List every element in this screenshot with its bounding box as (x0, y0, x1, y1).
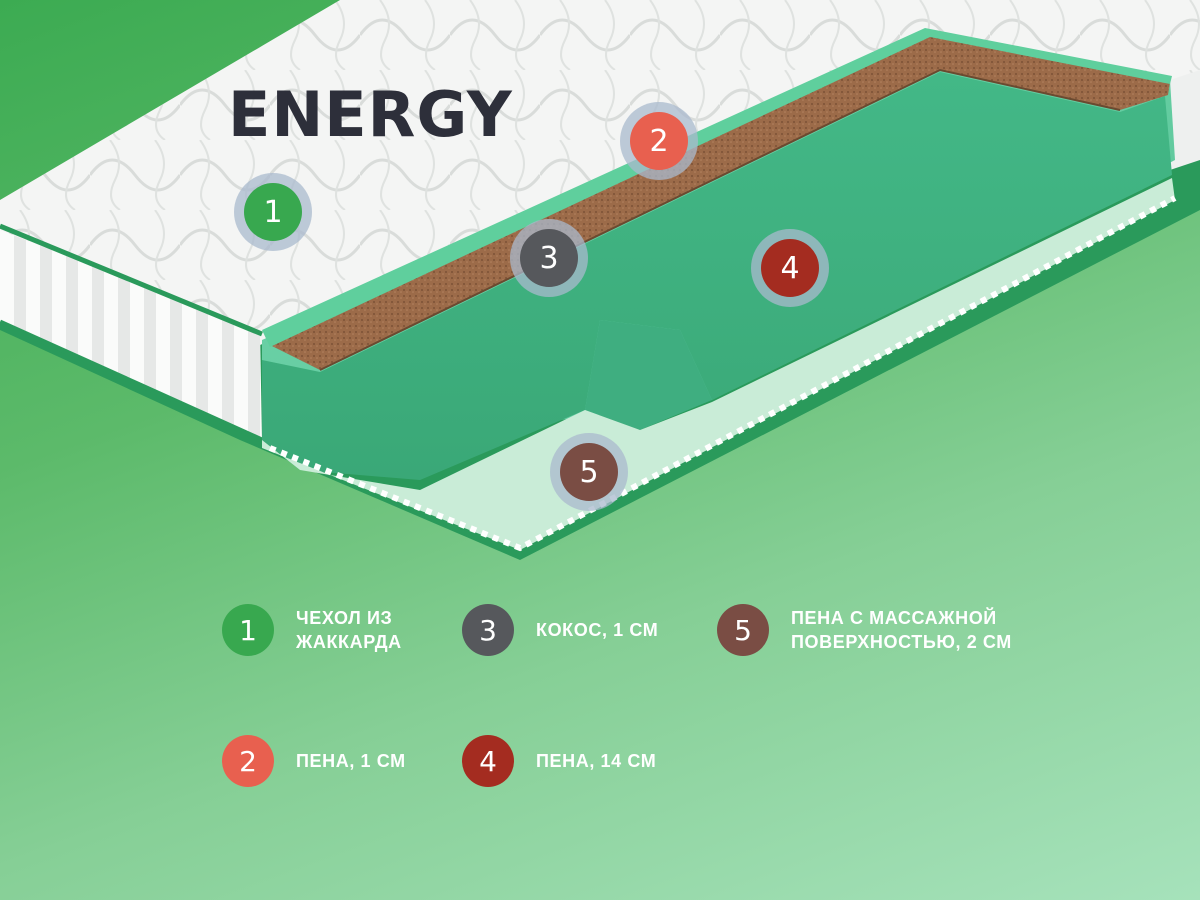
legend-badge-3: 3 (462, 604, 514, 656)
massage-foam-layer (262, 178, 1175, 550)
legend-badge-4: 4 (462, 735, 514, 787)
layer-marker-number: 4 (780, 250, 800, 286)
product-title: ENERGY (228, 78, 513, 151)
layer-marker-2: 2 (630, 112, 688, 170)
cover-side (0, 230, 262, 440)
legend-number: 5 (734, 613, 752, 647)
legend-item-foam-14cm: 4 ПЕНА, 14 СМ (462, 735, 656, 787)
legend-label-massage-foam: ПЕНА С МАССАЖНОЙ ПОВЕРХНОСТЬЮ, 2 СМ (791, 608, 1012, 652)
legend-badge-1: 1 (222, 604, 274, 656)
legend-label-foam-14cm: ПЕНА, 14 СМ (536, 751, 657, 771)
legend-badge-5: 5 (717, 604, 769, 656)
cover-top (0, 0, 1200, 345)
layer-marker-3: 3 (520, 229, 578, 287)
legend-item-massage-foam: 5 ПЕНА С МАССАЖНОЙ ПОВЕРХНОСТЬЮ, 2 СМ (717, 604, 1012, 656)
legend-item-coconut: 3 КОКОС, 1 СМ (462, 604, 658, 656)
legend-number: 3 (479, 613, 497, 647)
legend-label-foam-1cm: ПЕНА, 1 СМ (296, 751, 406, 771)
legend-label-coconut: КОКОС, 1 СМ (536, 620, 659, 640)
layer-marker-1: 1 (244, 183, 302, 241)
coconut-layer (270, 35, 1170, 370)
legend-item-foam-1cm: 2 ПЕНА, 1 СМ (222, 735, 406, 787)
legend-badge-2: 2 (222, 735, 274, 787)
layer-marker-number: 3 (539, 240, 559, 276)
legend-item-cover: 1 ЧЕХОЛ ИЗ ЖАККАРДА (222, 604, 402, 656)
legend-number: 2 (239, 744, 257, 778)
top-foam-layer (262, 28, 1172, 347)
legend-label-cover: ЧЕХОЛ ИЗ ЖАККАРДА (296, 608, 402, 652)
layer-marker-number: 5 (579, 454, 599, 490)
layer-marker-number: 1 (263, 194, 283, 230)
main-foam (262, 72, 1172, 480)
layer-marker-5: 5 (560, 443, 618, 501)
layer-marker-4: 4 (761, 239, 819, 297)
layer-marker-number: 2 (649, 123, 669, 159)
legend-number: 1 (239, 613, 257, 647)
legend-number: 4 (479, 744, 497, 778)
